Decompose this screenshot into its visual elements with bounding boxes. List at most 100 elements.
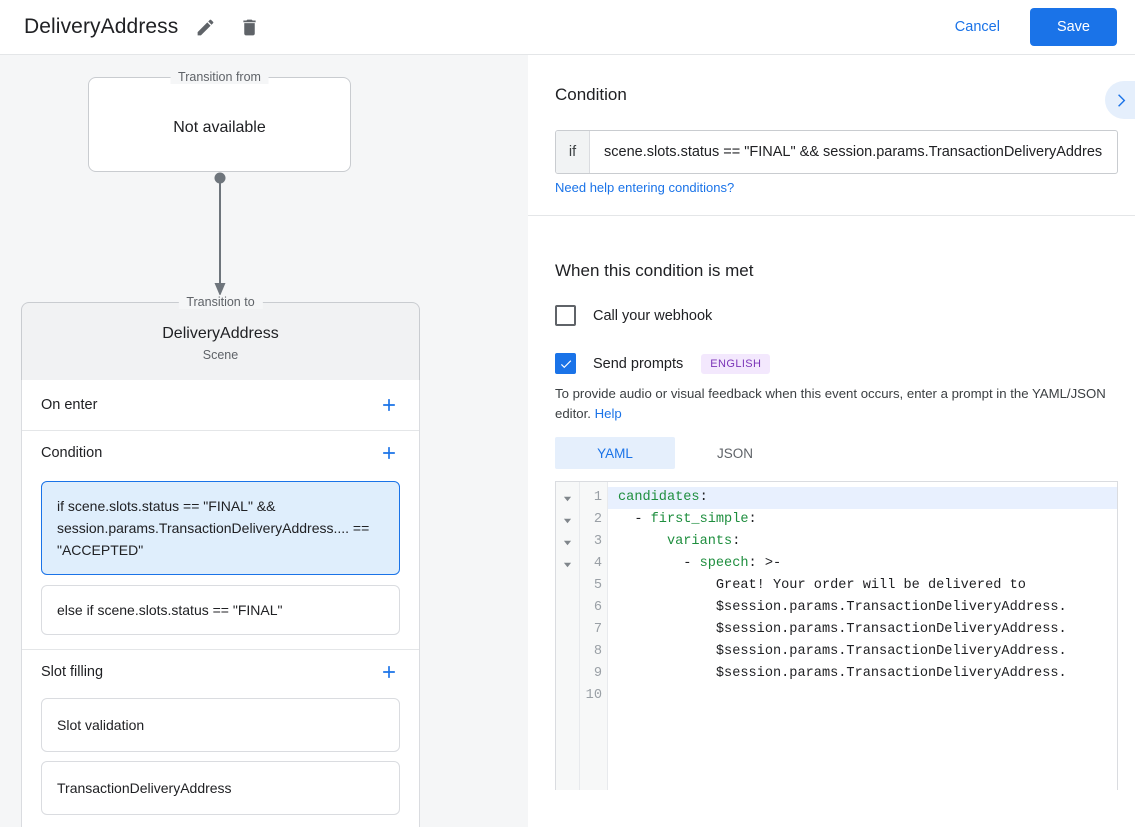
send-prompts-label: Send prompts xyxy=(593,355,684,372)
code-fold-spacer xyxy=(556,641,579,663)
code-line-number: 10 xyxy=(585,688,602,703)
code-fold-toggle[interactable] xyxy=(556,509,579,531)
code-line-number: 6 xyxy=(593,600,602,615)
code-fold-spacer xyxy=(556,685,579,707)
fold-caret-icon xyxy=(563,518,572,523)
list-item[interactable]: TransactionDeliveryAddress xyxy=(41,761,400,815)
cancel-button[interactable]: Cancel xyxy=(941,10,1014,44)
code-line-number: 4 xyxy=(593,556,602,571)
section-title: Slot filling xyxy=(41,664,104,680)
call-webhook-label: Call your webhook xyxy=(593,307,713,324)
condition-help-link[interactable]: Need help entering conditions? xyxy=(555,180,735,195)
transition-connector-arrow xyxy=(214,172,226,296)
transition-to-type: Scene xyxy=(202,348,239,362)
fold-caret-icon xyxy=(563,562,572,567)
checkmark-icon xyxy=(560,359,571,368)
transition-to-name: DeliveryAddress xyxy=(162,325,279,342)
code-line-number: 9 xyxy=(593,666,602,681)
transition-from-legend: Transition from xyxy=(170,70,269,84)
code-text-area[interactable]: candidates: - first_simple: variants: - … xyxy=(608,482,1117,790)
code-line-number: 1 xyxy=(593,490,602,505)
section-title: Condition xyxy=(41,445,103,461)
code-line: - speech: >- xyxy=(618,556,782,571)
tab-json[interactable]: JSON xyxy=(716,445,753,461)
app-toolbar: DeliveryAddress Cancel Save xyxy=(0,0,1135,55)
code-fold-spacer xyxy=(556,575,579,597)
send-prompts-checkbox[interactable] xyxy=(555,353,576,374)
delete-trash-icon[interactable] xyxy=(232,10,266,44)
condition-expression-row: if xyxy=(555,130,1118,174)
condition-expression-input[interactable] xyxy=(590,131,1117,173)
code-fold-toggle[interactable] xyxy=(556,531,579,553)
plus-icon xyxy=(383,399,395,411)
add-condition-button[interactable] xyxy=(377,441,401,465)
list-item[interactable]: Slot validation xyxy=(41,698,400,752)
list-item[interactable]: if scene.slots.status == "FINAL" && sess… xyxy=(41,481,400,575)
code-fold-toggle[interactable] xyxy=(556,553,579,575)
code-fold-toggle[interactable] xyxy=(556,487,579,509)
tab-yaml[interactable]: YAML xyxy=(555,437,675,469)
code-fold-spacer xyxy=(556,663,579,685)
send-prompts-description: To provide audio or visual feedback when… xyxy=(555,384,1118,424)
condition-panel-heading: Condition xyxy=(555,85,627,104)
help-link[interactable]: Help xyxy=(594,406,622,421)
right-pane: Condition if Need help entering conditio… xyxy=(528,55,1135,827)
transition-to-legend: Transition to xyxy=(178,295,263,309)
code-line: Great! Your order will be delivered to xyxy=(618,578,1026,593)
code-fold-spacer xyxy=(556,597,579,619)
send-prompts-description-text: To provide audio or visual feedback when… xyxy=(555,386,1106,421)
collapse-panel-button[interactable] xyxy=(1105,81,1135,119)
section-condition: Condition if scene.slots.status == "FINAL… xyxy=(22,430,419,649)
section-header[interactable]: Slot filling xyxy=(22,650,419,694)
code-line-number: 2 xyxy=(593,512,602,527)
transition-from-value: Not available xyxy=(173,119,266,136)
code-line-number: 7 xyxy=(593,622,602,637)
fold-caret-icon xyxy=(563,540,572,545)
list-item[interactable]: else if scene.slots.status == "FINAL" xyxy=(41,585,400,635)
add-slot-filling-button[interactable] xyxy=(377,660,401,684)
condition-panel: Condition if Need help entering conditio… xyxy=(528,55,1135,216)
when-met-heading: When this condition is met xyxy=(555,261,754,280)
trash-icon xyxy=(243,19,256,35)
language-badge: ENGLISH xyxy=(701,353,771,374)
send-prompts-row[interactable]: Send prompts ENGLISH xyxy=(555,353,771,374)
code-fold-gutter xyxy=(556,482,580,790)
code-line: - first_simple: xyxy=(618,512,757,527)
code-line-number-gutter: 1 2 3 4 5 6 7 8 9 10 xyxy=(580,482,608,790)
plus-icon xyxy=(383,666,395,678)
page-title: DeliveryAddress xyxy=(24,15,179,38)
pencil-icon xyxy=(197,19,214,35)
code-line: $session.params.TransactionDeliveryAddre… xyxy=(618,622,1067,637)
code-line: $session.params.TransactionDeliveryAddre… xyxy=(618,666,1067,681)
code-line: variants: xyxy=(666,534,741,549)
condition-if-label: if xyxy=(556,131,590,173)
code-line: candidates: xyxy=(608,487,1117,509)
code-line-number: 8 xyxy=(593,644,602,659)
section-header[interactable]: Condition xyxy=(22,431,419,475)
call-webhook-row[interactable]: Call your webhook xyxy=(555,305,712,326)
left-pane: Transition from Not available Transition… xyxy=(0,55,528,827)
transition-to-card: Transition to DeliveryAddress Scene xyxy=(21,295,420,380)
code-fold-spacer xyxy=(556,619,579,641)
fold-caret-icon xyxy=(563,496,572,501)
add-on-enter-button[interactable] xyxy=(377,393,401,417)
code-line-number: 3 xyxy=(593,534,602,549)
chevron-right-icon xyxy=(1117,93,1125,107)
transition-from-card: Transition from Not available xyxy=(88,70,351,172)
code-line: $session.params.TransactionDeliveryAddre… xyxy=(618,600,1067,615)
editor-format-tabs: YAML JSON xyxy=(555,437,795,469)
prompt-code-editor[interactable]: 1 2 3 4 5 6 7 8 9 10 candidates: - first_simple: … xyxy=(555,481,1118,790)
section-on-enter: On enter xyxy=(22,380,419,430)
call-webhook-checkbox[interactable] xyxy=(555,305,576,326)
section-body: if scene.slots.status == "FINAL" && sess… xyxy=(22,475,419,649)
section-header[interactable]: On enter xyxy=(22,380,419,430)
section-title: On enter xyxy=(41,397,98,413)
edit-pencil-icon[interactable] xyxy=(188,10,222,44)
toolbar-actions: Cancel Save xyxy=(941,8,1135,46)
plus-icon xyxy=(383,447,395,459)
code-line-number: 5 xyxy=(593,578,602,593)
save-button[interactable]: Save xyxy=(1029,8,1117,46)
